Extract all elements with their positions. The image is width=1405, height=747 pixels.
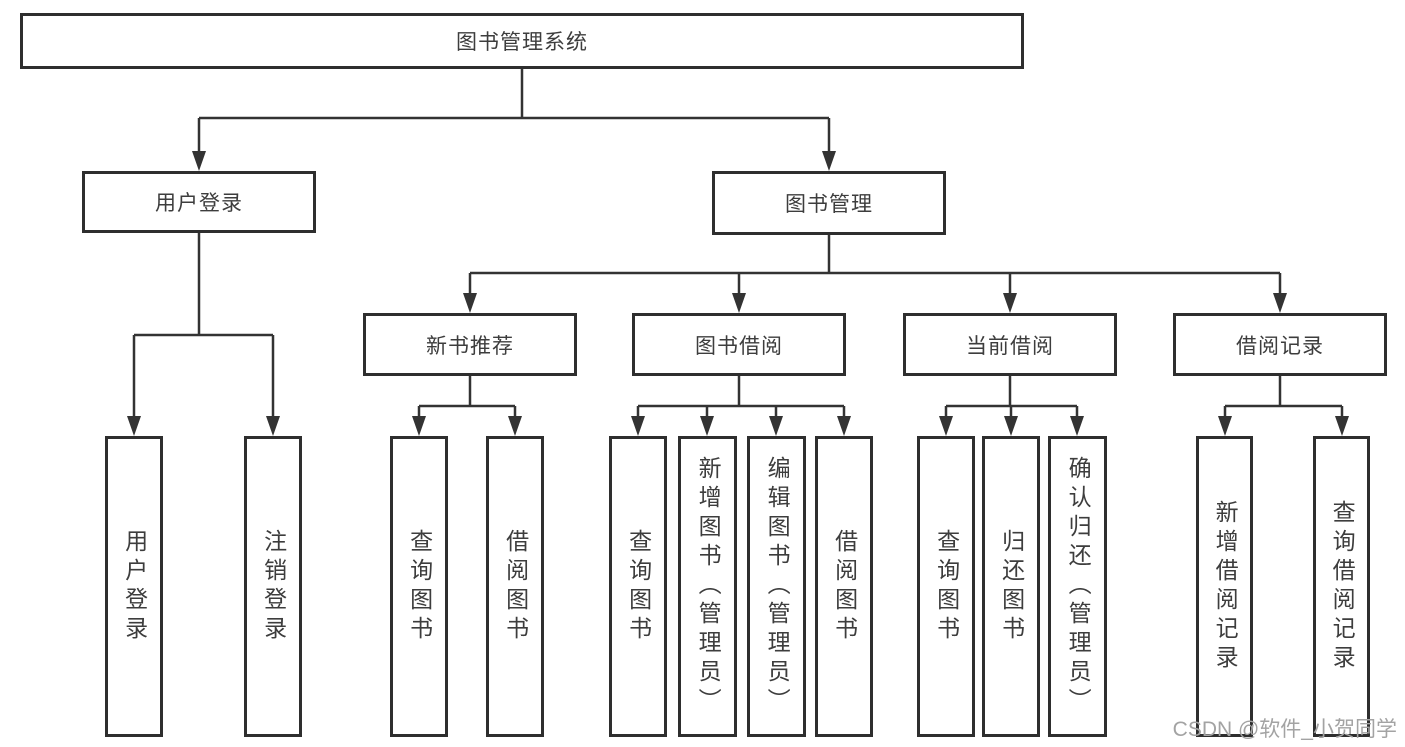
leaf-return-books: 归还图书 [982, 436, 1040, 737]
node-book-management: 图书管理 [712, 171, 946, 235]
leaf-borrow-books: 借阅图书 [815, 436, 873, 737]
node-library-management-system: 图书管理系统 [20, 13, 1024, 69]
node-label: 借阅图书 [502, 528, 529, 645]
node-label: 编辑图书（管理员） [764, 456, 791, 717]
csdn-watermark: CSDN @软件_小贺同学 [1172, 718, 1397, 741]
node-label: 新增借阅记录 [1212, 499, 1239, 674]
node-label: 图书借阅 [695, 334, 783, 358]
node-label: 图书管理系统 [456, 31, 588, 54]
node-label: 新增图书（管理员） [695, 456, 722, 717]
node-borrowing-records: 借阅记录 [1173, 313, 1387, 376]
connector-path [132, 69, 1344, 418]
node-label: 注销登录 [260, 528, 287, 645]
leaf-user-login: 用户登录 [105, 436, 163, 737]
node-label: 借阅记录 [1236, 334, 1324, 358]
leaf-borrow-books-recommend: 借阅图书 [486, 436, 544, 737]
node-book-borrowing: 图书借阅 [632, 313, 846, 376]
leaf-confirm-return-admin: 确认归还（管理员） [1048, 436, 1107, 737]
node-label: 图书管理 [785, 193, 873, 216]
leaf-logout: 注销登录 [244, 436, 302, 737]
node-label: 用户登录 [121, 528, 148, 645]
node-label: 借阅图书 [831, 528, 858, 645]
leaf-add-borrow-record: 新增借阅记录 [1196, 436, 1253, 737]
leaf-query-books-current: 查询图书 [917, 436, 975, 737]
leaf-add-books-admin: 新增图书（管理员） [678, 436, 737, 737]
node-label: 当前借阅 [966, 334, 1054, 358]
node-label: 用户登录 [155, 192, 243, 215]
leaf-query-borrow-record: 查询借阅记录 [1313, 436, 1370, 737]
leaf-edit-books-admin: 编辑图书（管理员） [747, 436, 806, 737]
node-new-book-recommendation: 新书推荐 [363, 313, 577, 376]
node-label: 新书推荐 [426, 334, 514, 358]
node-label: 确认归还（管理员） [1065, 456, 1092, 717]
leaf-query-books-borrow: 查询图书 [609, 436, 667, 737]
node-label: 查询图书 [625, 528, 652, 645]
node-label: 查询借阅记录 [1329, 499, 1356, 674]
node-current-borrowing: 当前借阅 [903, 313, 1117, 376]
node-label: 查询图书 [933, 528, 960, 645]
node-user-login: 用户登录 [82, 171, 316, 233]
node-label: 归还图书 [998, 528, 1025, 645]
arrowheads [127, 151, 1349, 436]
node-label: 查询图书 [406, 528, 433, 645]
leaf-query-books-recommend: 查询图书 [390, 436, 448, 737]
